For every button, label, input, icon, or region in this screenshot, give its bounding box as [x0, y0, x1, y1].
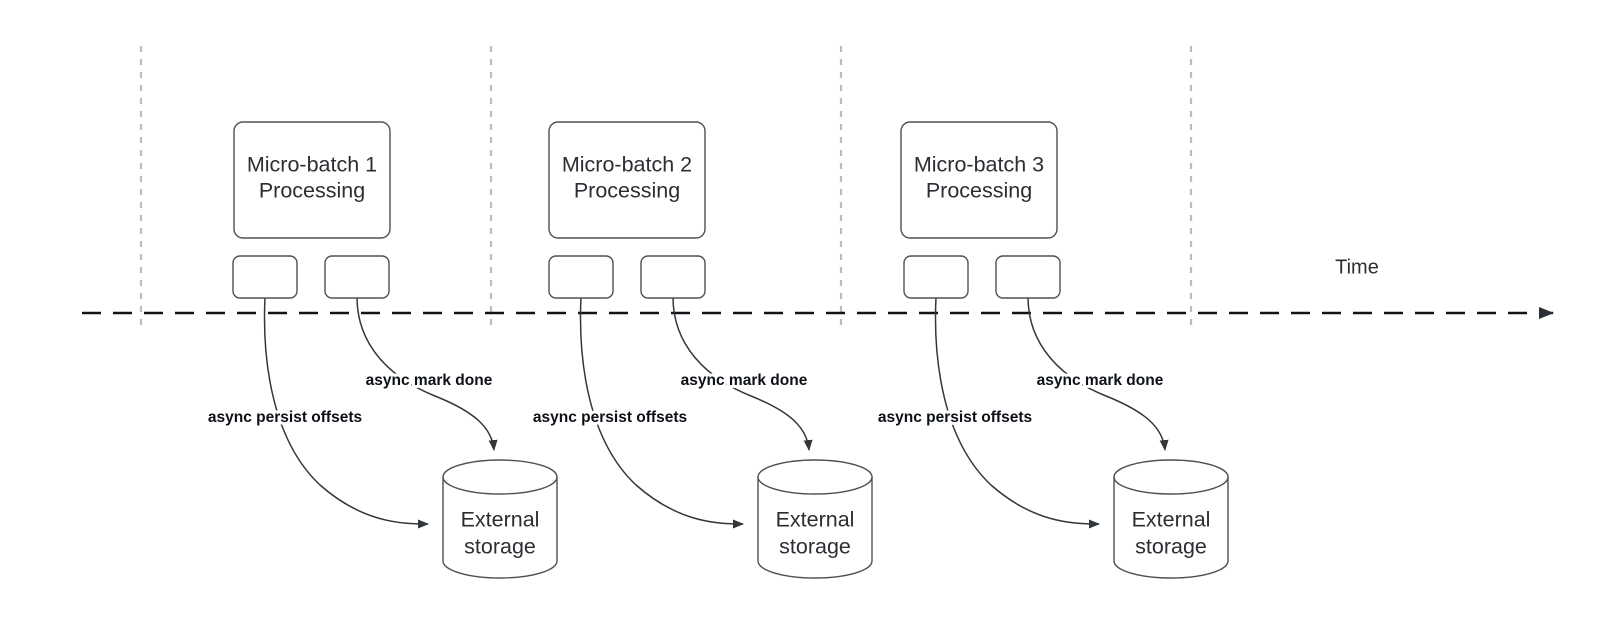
edge-label-async-persist-offsets-2: async persist offsets	[533, 409, 687, 426]
edge-label-async-mark-done-3: async mark done	[1037, 372, 1164, 389]
edge-label-async-persist-offsets-1: async persist offsets	[208, 409, 362, 426]
edge-async-persist-offsets-3	[934, 296, 1100, 529]
micro-batch-2-processing-box[interactable]	[548, 121, 706, 239]
micro-batch-3-label-line1: Micro-batch 3	[914, 153, 1044, 177]
external-storage-1-label-line1: External	[461, 508, 540, 532]
external-storage-cylinder-1[interactable]	[442, 459, 558, 579]
edge-async-mark-done-2	[672, 296, 813, 451]
micro-batch-3-task-box-2[interactable]	[995, 255, 1061, 299]
edge-async-mark-done-3	[1027, 296, 1169, 451]
external-storage-cylinder-2[interactable]	[757, 459, 873, 579]
edge-async-persist-offsets-1	[263, 296, 429, 529]
external-storage-3-label-line1: External	[1132, 508, 1211, 532]
micro-batch-2-label-line1: Micro-batch 2	[562, 153, 692, 177]
micro-batch-1-task-box-1[interactable]	[232, 255, 298, 299]
micro-batch-1-label-line1: Micro-batch 1	[247, 153, 377, 177]
micro-batch-1-label-line2: Processing	[259, 179, 365, 203]
batch-group-2: Micro-batch 2 Processing External storag…	[530, 121, 873, 579]
micro-batch-2-task-box-1[interactable]	[548, 255, 614, 299]
batch-group-3: Micro-batch 3 Processing External storag…	[875, 121, 1229, 579]
micro-batch-2-task-box-2[interactable]	[640, 255, 706, 299]
edge-async-persist-offsets-2	[579, 296, 744, 529]
external-storage-2-label-line2: storage	[779, 535, 851, 559]
external-storage-2-label-line1: External	[776, 508, 855, 532]
edge-label-async-mark-done-2: async mark done	[681, 372, 808, 389]
timeline-axis: Time	[82, 256, 1554, 319]
edge-async-mark-done-1	[356, 296, 498, 451]
external-storage-3-label-line2: storage	[1135, 535, 1207, 559]
edge-label-async-persist-offsets-3: async persist offsets	[878, 409, 1032, 426]
external-storage-cylinder-3[interactable]	[1113, 459, 1229, 579]
micro-batch-3-task-box-1[interactable]	[903, 255, 969, 299]
micro-batch-1-task-box-2[interactable]	[324, 255, 390, 299]
edge-label-async-mark-done-1: async mark done	[366, 372, 493, 389]
micro-batch-2-label-line2: Processing	[574, 179, 680, 203]
micro-batch-3-processing-box[interactable]	[900, 121, 1058, 239]
micro-batch-3-label-line2: Processing	[926, 179, 1032, 203]
external-storage-1-label-line2: storage	[464, 535, 536, 559]
batch-group-1: Micro-batch 1 Processing External storag…	[205, 121, 558, 579]
micro-batch-1-processing-box[interactable]	[233, 121, 391, 239]
timeline-axis-label: Time	[1335, 256, 1379, 278]
